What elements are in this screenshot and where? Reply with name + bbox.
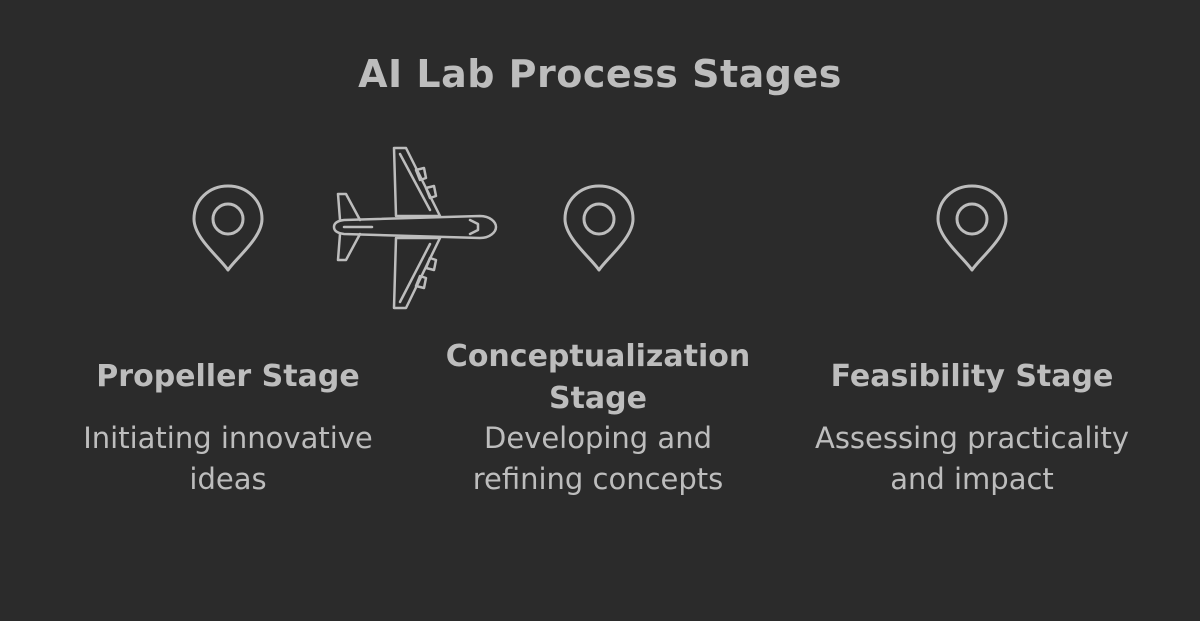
airplane-icon bbox=[330, 144, 500, 312]
stage-description-conceptualization: Developing and refining concepts bbox=[472, 421, 724, 496]
map-pin-icon bbox=[561, 182, 637, 274]
stage-title-propeller: Propeller Stage bbox=[96, 359, 360, 394]
stage-description-feasibility: Assessing practicality and impact bbox=[814, 421, 1129, 496]
stage-title-feasibility: Feasibility Stage bbox=[830, 359, 1114, 394]
stage-title-conceptualization: Conceptualization Stage bbox=[445, 339, 751, 416]
map-pin-icon bbox=[190, 182, 266, 274]
diagram-title: AI Lab Process Stages bbox=[358, 52, 842, 96]
stage-description-propeller: Initiating innovative ideas bbox=[83, 421, 373, 496]
map-pin-icon bbox=[934, 182, 1010, 274]
